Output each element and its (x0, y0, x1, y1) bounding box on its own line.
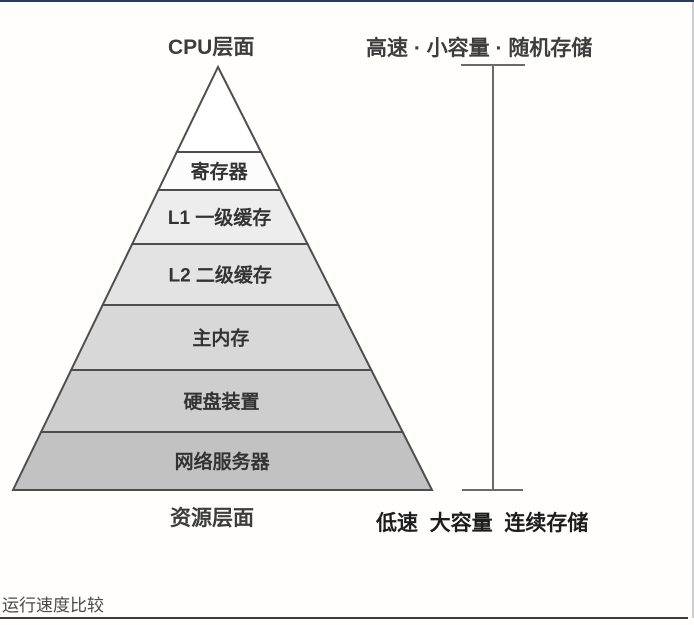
pyramid-level-label: 硬盘装置 (184, 390, 260, 413)
cpu-level-label: CPU层面 (168, 36, 255, 59)
pyramid-level (175, 64, 263, 153)
pyramid-level-label: 网络服务器 (175, 450, 271, 473)
pyramid-level-label: L2 二级缓存 (168, 264, 271, 287)
top-right-annotation: 高速 · 小容量 · 随机存储 (366, 37, 593, 60)
pyramid-level-label: 寄存器 (191, 160, 249, 183)
right-border-line (692, 2, 694, 618)
top-border-line (0, 0, 694, 2)
bottom-rule-line (0, 617, 688, 619)
pyramid-level-label: L1 一级缓存 (168, 206, 271, 229)
diagram-caption: 运行速度比较 (2, 596, 104, 615)
bottom-right-annotation: 低速 大容量 连续存储 (376, 512, 589, 535)
resource-level-label: 资源层面 (170, 507, 254, 530)
pyramid-level-label: 主内存 (192, 327, 249, 350)
pyramid-level (11, 431, 434, 491)
